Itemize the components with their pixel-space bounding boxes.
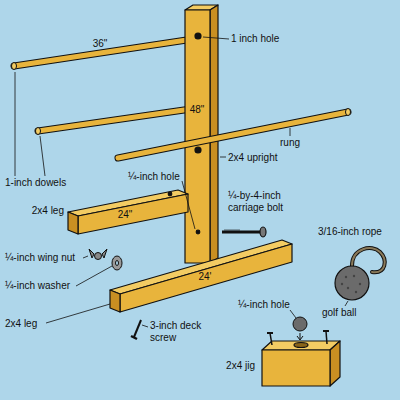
part-label: 2x4 leg xyxy=(5,318,37,330)
jig-block xyxy=(270,333,272,345)
wing-nut xyxy=(89,249,94,258)
leader-line xyxy=(76,266,112,286)
part-label: ¼-inch hole xyxy=(128,171,180,183)
dowel xyxy=(14,38,200,66)
part-label: 3-inch deck screw xyxy=(150,320,208,343)
part-label: 48" xyxy=(190,104,205,116)
jig-block xyxy=(262,341,340,350)
upright-board xyxy=(185,5,218,263)
leg-board xyxy=(110,240,292,312)
part-label: 1-inch dowels xyxy=(5,177,66,189)
leader-line xyxy=(46,304,110,323)
jig-block xyxy=(323,330,329,332)
carriage-bolt xyxy=(260,227,266,237)
dowel xyxy=(38,108,198,131)
carriage-bolt xyxy=(224,230,240,231)
dowel xyxy=(12,38,201,135)
dowel xyxy=(38,108,198,131)
leg-board xyxy=(120,244,292,312)
carriage-bolt xyxy=(222,231,260,234)
leg-board xyxy=(78,194,188,234)
rung-dowel xyxy=(118,109,351,159)
part-label: ¼-inch wing nut xyxy=(5,252,75,264)
jig-block xyxy=(294,343,308,348)
upright-board xyxy=(185,10,210,263)
part-label: 24" xyxy=(118,209,133,221)
part-label: 2x4 upright xyxy=(228,152,277,164)
golf-ball xyxy=(341,283,343,285)
leg-board xyxy=(168,192,172,196)
leader-line xyxy=(345,301,348,306)
golf-ball xyxy=(359,283,361,285)
rung-dowel xyxy=(346,109,351,116)
deck-screw xyxy=(131,320,141,339)
part-label: ¼-inch hole xyxy=(238,299,290,311)
leader-line xyxy=(83,256,88,258)
deck-screw xyxy=(131,336,137,339)
part-label: 24' xyxy=(198,271,211,283)
golf-ball xyxy=(353,275,355,277)
dowel xyxy=(36,128,41,135)
jig-block xyxy=(297,336,303,340)
wing-nut xyxy=(89,249,107,260)
washer xyxy=(112,256,122,270)
upright-board xyxy=(196,230,200,234)
part-label: ¼-by-4-inch carriage bolt xyxy=(228,190,310,213)
leader-line xyxy=(40,136,45,176)
washer xyxy=(112,256,122,270)
dowel xyxy=(14,38,200,66)
dowel xyxy=(12,63,17,70)
jig-block xyxy=(262,350,330,386)
leg-board xyxy=(68,212,78,234)
deck-screw xyxy=(134,320,141,337)
leader-line xyxy=(142,325,148,327)
part-label: 2x4 leg xyxy=(32,205,64,217)
jig-block xyxy=(326,331,327,344)
leader-line xyxy=(203,37,229,39)
part-label: 3/16-inch rope xyxy=(318,226,382,238)
golf-ball xyxy=(293,248,385,331)
part-label: ¼-inch washer xyxy=(5,280,70,292)
part-label: 2x4 jig xyxy=(226,360,255,372)
part-label: rung xyxy=(280,137,300,149)
leader-line xyxy=(290,310,296,318)
part-label: golf ball xyxy=(322,307,356,319)
part-label: 36" xyxy=(93,38,108,50)
jig-block xyxy=(330,341,340,386)
leader-line xyxy=(290,128,291,136)
wing-nut xyxy=(102,249,107,258)
leg-board xyxy=(68,190,188,234)
golf-ball xyxy=(345,276,347,278)
washer xyxy=(116,261,119,266)
upright-board xyxy=(210,5,218,263)
golf-ball xyxy=(355,291,357,293)
wing-nut xyxy=(95,253,102,260)
jig-block xyxy=(262,331,340,386)
part-label: 1 inch hole xyxy=(231,33,279,45)
jig-block xyxy=(267,332,273,334)
leader-line xyxy=(15,72,16,176)
golf-ball xyxy=(335,266,369,300)
golf-ball xyxy=(347,287,349,289)
leader-line xyxy=(182,181,195,229)
golf-ball xyxy=(293,317,307,331)
upright-board xyxy=(195,147,201,153)
upright-board xyxy=(195,33,201,39)
leader-line xyxy=(220,157,226,158)
carriage-bolt xyxy=(222,227,266,237)
rung-dowel xyxy=(118,112,348,158)
jig-block xyxy=(300,333,301,339)
leg-board xyxy=(110,290,120,312)
rung-dowel xyxy=(118,112,348,158)
